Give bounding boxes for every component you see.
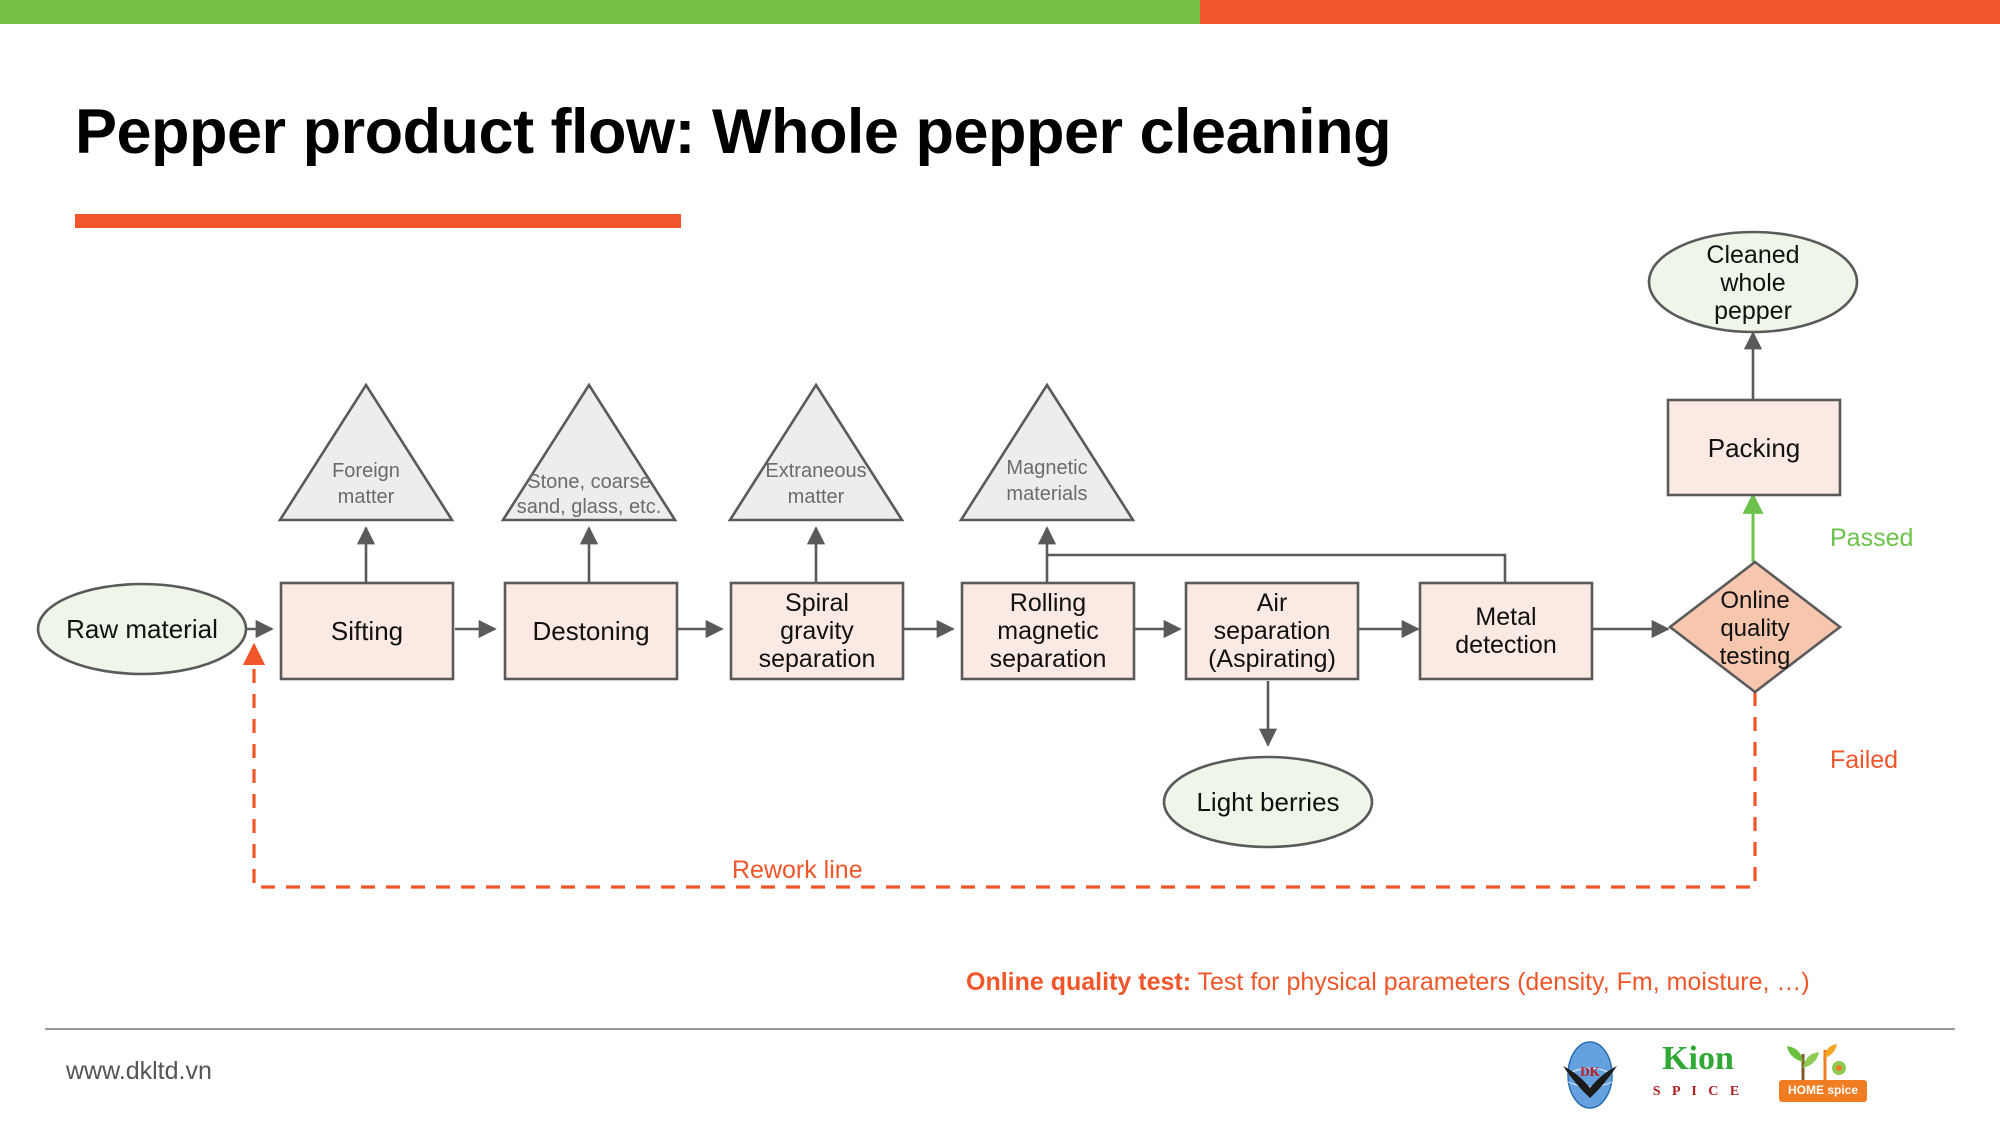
node-online-quality-label-2: quality	[1720, 615, 1789, 642]
website-url: www.dkltd.vn	[66, 1057, 212, 1085]
top-bar-green-segment	[0, 0, 1200, 24]
node-cleaned-whole-pepper[interactable]	[1647, 230, 1859, 334]
reject-triangles: Foreign matter Stone, coarse sand, glass…	[277, 382, 1136, 522]
node-packing-label: Packing	[1708, 433, 1801, 463]
online-quality-test-note: Online quality test: Test for physical p…	[966, 968, 1810, 997]
node-air-separation[interactable]	[1184, 581, 1360, 681]
connector-group	[245, 331, 1763, 747]
node-foreign-matter-label-1: Foreign	[332, 460, 400, 482]
node-extraneous-matter	[727, 382, 905, 522]
dk-logo-text: DK	[1580, 1064, 1600, 1079]
node-magnetic-materials-label-2: materials	[1006, 483, 1087, 505]
node-metal-detection[interactable]	[1418, 581, 1594, 681]
edge-metal-feedback-to-magnetic	[1047, 553, 1507, 583]
node-rolling-magnetic-separation[interactable]	[960, 581, 1136, 681]
node-online-quality-label-3: testing	[1720, 643, 1791, 670]
node-online-quality-label-1: Online	[1720, 587, 1789, 614]
kion-logo-wordmark: Kion	[1662, 1040, 1734, 1077]
node-rolling-magnetic-label-3: separation	[990, 645, 1107, 673]
node-packing[interactable]	[1666, 398, 1842, 497]
node-destoning[interactable]	[503, 581, 679, 681]
node-sifting-label: Sifting	[331, 616, 403, 646]
online-quality-test-note-label: Online quality test:	[966, 968, 1192, 996]
node-spiral-gravity-label-3: separation	[759, 645, 876, 673]
node-raw-material-label: Raw material	[66, 614, 218, 644]
node-air-separation-label-2: separation	[1214, 617, 1331, 645]
top-bar-orange-segment	[1200, 0, 2000, 24]
page-title: Pepper product flow: Whole pepper cleani…	[75, 97, 1392, 167]
edge-label-rework-line: Rework line	[732, 856, 863, 884]
edge-failed-rework-line	[242, 642, 1757, 889]
node-metal-detection-label-1: Metal	[1475, 603, 1536, 631]
footer-divider	[45, 1028, 1955, 1030]
node-foreign-matter	[277, 382, 455, 522]
node-metal-detection-label-2: detection	[1455, 631, 1556, 659]
node-destoning-label: Destoning	[532, 616, 649, 646]
node-light-berries[interactable]	[1162, 755, 1374, 849]
node-raw-material[interactable]	[36, 582, 248, 676]
node-air-separation-label-3: (Aspirating)	[1208, 645, 1336, 673]
footer-logos: DK Kion S P I C E HOME spice	[1555, 1040, 1955, 1110]
top-accent-bar	[0, 0, 2000, 24]
node-light-berries-label: Light berries	[1196, 787, 1339, 817]
node-cleaned-whole-pepper-label-3: pepper	[1714, 297, 1792, 325]
node-magnetic-materials	[958, 382, 1136, 522]
edge-label-failed: Failed	[1830, 746, 1898, 774]
node-extraneous-matter-label-1: Extraneous	[765, 460, 866, 482]
node-cleaned-whole-pepper-label-2: whole	[1719, 269, 1785, 297]
node-air-separation-label-1: Air	[1257, 589, 1288, 617]
node-sifting[interactable]	[279, 581, 455, 681]
kion-logo: Kion S P I C E	[1633, 1040, 1763, 1110]
dk-logo: DK	[1563, 1041, 1617, 1109]
node-online-quality-testing[interactable]	[1667, 560, 1843, 694]
node-extraneous-matter-label-2: matter	[788, 486, 845, 508]
title-underline	[75, 214, 681, 228]
online-quality-test-note-text: Test for physical parameters (density, F…	[1191, 968, 1810, 996]
kion-logo-tagline: S P I C E	[1652, 1084, 1744, 1099]
home-spice-plant-icon	[1787, 1044, 1846, 1082]
node-rolling-magnetic-label-2: magnetic	[997, 617, 1098, 645]
node-stone-coarse-label-1: Stone, coarse	[527, 471, 650, 493]
node-stone-coarse-label-2: sand, glass, etc.	[517, 496, 662, 518]
edge-label-passed: Passed	[1830, 524, 1913, 552]
process-boxes: Sifting Destoning Spiral gravity separat…	[279, 398, 1842, 681]
node-spiral-gravity-label-1: Spiral	[785, 589, 849, 617]
home-spice-logo: HOME spice	[1773, 1040, 1873, 1110]
node-spiral-gravity-separation[interactable]	[729, 581, 905, 681]
node-magnetic-materials-label-1: Magnetic	[1006, 457, 1087, 479]
home-spice-wordmark: HOME spice	[1787, 1083, 1859, 1097]
node-foreign-matter-label-2: matter	[338, 486, 395, 508]
node-stone-coarse	[500, 382, 678, 522]
node-spiral-gravity-label-2: gravity	[780, 617, 854, 645]
node-rolling-magnetic-label-1: Rolling	[1010, 589, 1086, 617]
node-cleaned-whole-pepper-label-1: Cleaned	[1706, 241, 1799, 269]
home-spice-wordmark-chip: HOME spice	[1779, 1080, 1867, 1102]
